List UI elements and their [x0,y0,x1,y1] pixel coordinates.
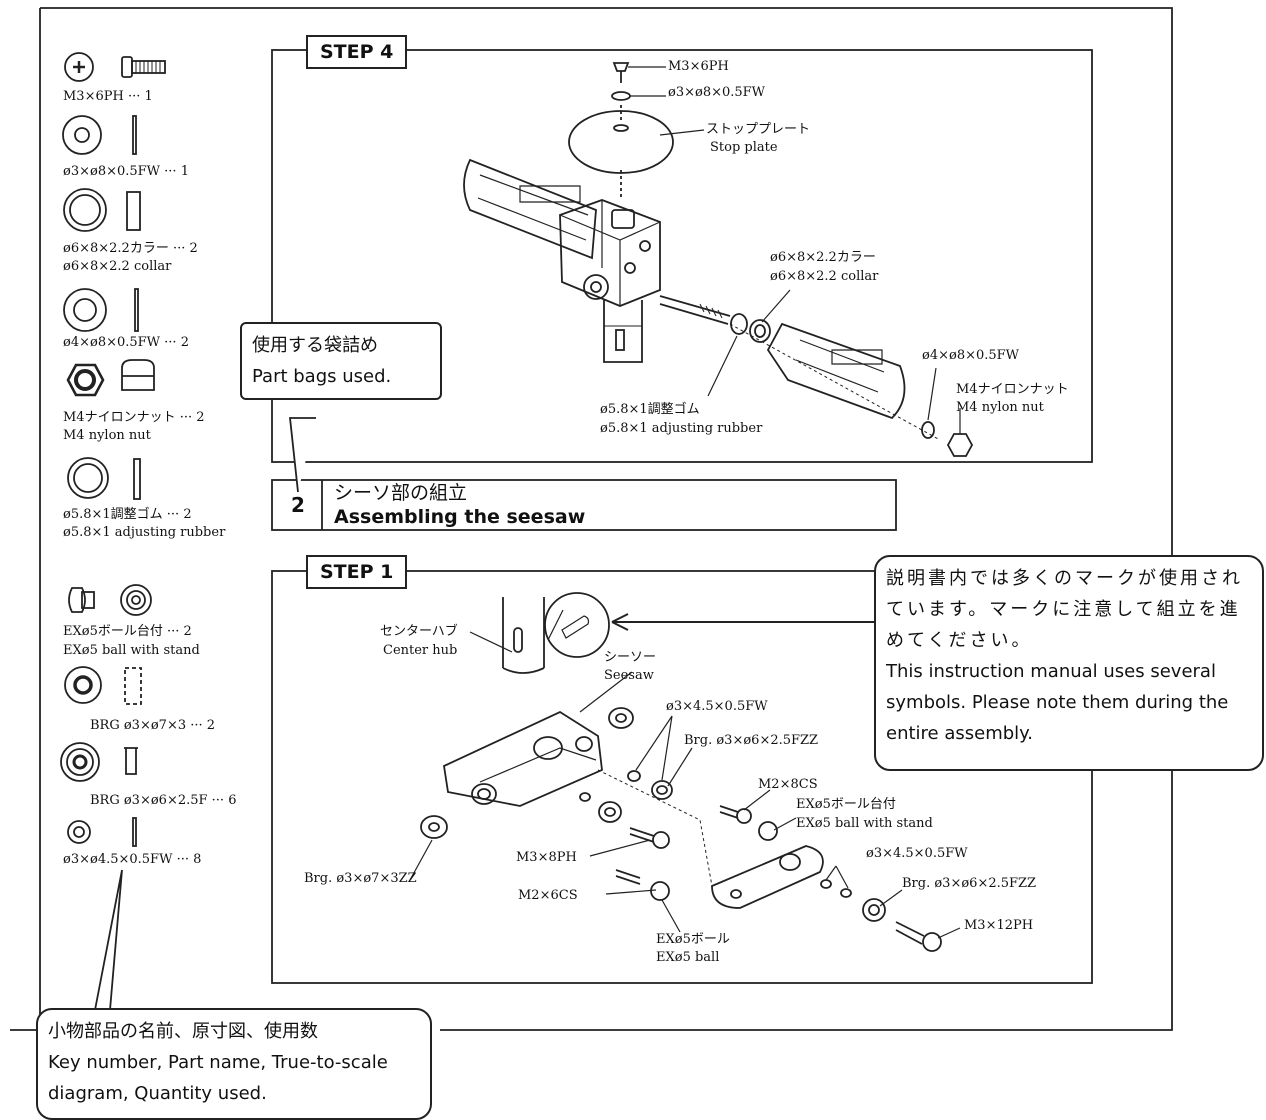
part-sublabel-nylon-nut: M4 nylon nut [63,428,151,443]
part-label-collar: ø6×8×2.2カラー ··· 2 [63,241,198,256]
part-label-fw-3x45: ø3×ø4.5×0.5FW ··· 8 [63,852,202,867]
key-bubble: 小物部品の名前、原寸図、使用数 Key number, Part name, T… [36,1008,432,1120]
part-label-fw-4x8: ø4×ø8×0.5FW ··· 2 [63,335,189,350]
part-sublabel-exball-stand: EXø5 ball with stand [63,643,200,658]
callout-stop-plate-jp: ストッププレート [706,122,811,137]
part-label-m3x6ph: M3×6PH ··· 1 [63,89,153,104]
part-label-exball-stand: EXø5ボール台付 ··· 2 [63,624,192,639]
callout-m2x8cs: M2×8CS [758,777,818,792]
callout-m3x12ph: M3×12PH [964,918,1034,933]
callout-brg-top: Brg. ø3×ø6×2.5FZZ [684,733,819,748]
callout-brg-bottom: Brg. ø3×ø6×2.5FZZ [902,876,1037,891]
step4-tag: STEP 4 [306,35,408,69]
callout-rubber-jp: ø5.8×1調整ゴム [600,402,700,417]
step1-tag: STEP 1 [306,555,408,589]
callout-fw-3x45-top: ø3×4.5×0.5FW [666,699,768,714]
symbols-jp: 説明書内では多くのマークが使用されています。マークに注意して組立を進めてください… [886,568,1243,651]
symbols-en: This instruction manual uses several sym… [886,661,1229,744]
callout-seesaw-en: Seesaw [604,668,654,683]
callout-m2x6cs: M2×6CS [518,888,578,903]
callout-exball-jp: EXø5ボール [656,932,730,947]
section-number: 2 [291,493,305,517]
callout-collar-en: ø6×8×2.2 collar [770,269,879,284]
part-sublabel-collar: ø6×8×2.2 collar [63,259,172,274]
callout-exball-stand-jp: EXø5ボール台付 [796,797,896,812]
symbols-bubble: 説明書内では多くのマークが使用されています。マークに注意して組立を進めてください… [874,555,1264,771]
callout-m3x8ph: M3×8PH [516,850,577,865]
key-en: Key number, Part name, True-to-scale dia… [48,1052,388,1104]
callout-fw-3x8: ø3×ø8×0.5FW [668,85,766,100]
callout-nylon-nut-jp: M4ナイロンナット [956,382,1069,397]
callout-exball-en: EXø5 ball [656,950,720,965]
part-label-brg-3x6: BRG ø3×ø6×2.5F ··· 6 [90,793,237,808]
key-jp: 小物部品の名前、原寸図、使用数 [48,1021,318,1042]
part-label-nylon-nut: M4ナイロンナット ··· 2 [63,410,205,425]
callout-center-hub-jp: センターハブ [380,624,458,639]
part-bags-en: Part bags used. [252,366,392,387]
part-bags-jp: 使用する袋詰め [252,335,378,356]
callout-fw-3x45-bottom: ø3×4.5×0.5FW [866,846,968,861]
callout-stop-plate-en: Stop plate [710,140,778,155]
part-label-fw-3x8: ø3×ø8×0.5FW ··· 1 [63,164,189,179]
part-label-brg-3x7x3: BRG ø3×ø7×3 ··· 2 [90,718,216,733]
callout-m3x6ph: M3×6PH [668,59,729,74]
callout-exball-stand-en: EXø5 ball with stand [796,816,933,831]
callout-fw-4x8: ø4×ø8×0.5FW [922,348,1020,363]
callout-collar-jp: ø6×8×2.2カラー [770,250,876,265]
section-title-en: Assembling the seesaw [334,506,586,528]
callout-rubber-en: ø5.8×1 adjusting rubber [600,421,763,436]
part-sublabel-rubber: ø5.8×1 adjusting rubber [63,525,226,540]
callout-nylon-nut-en: M4 nylon nut [956,400,1044,415]
section-title-jp: シーソ部の組立 [334,482,468,504]
part-label-rubber: ø5.8×1調整ゴム ··· 2 [63,507,192,522]
callout-center-hub-en: Center hub [383,643,458,658]
callout-seesaw-jp: シーソー [604,650,657,665]
callout-brg-left: Brg. ø3×ø7×3ZZ [304,871,417,886]
part-bags-bubble: 使用する袋詰め Part bags used. [240,322,442,400]
